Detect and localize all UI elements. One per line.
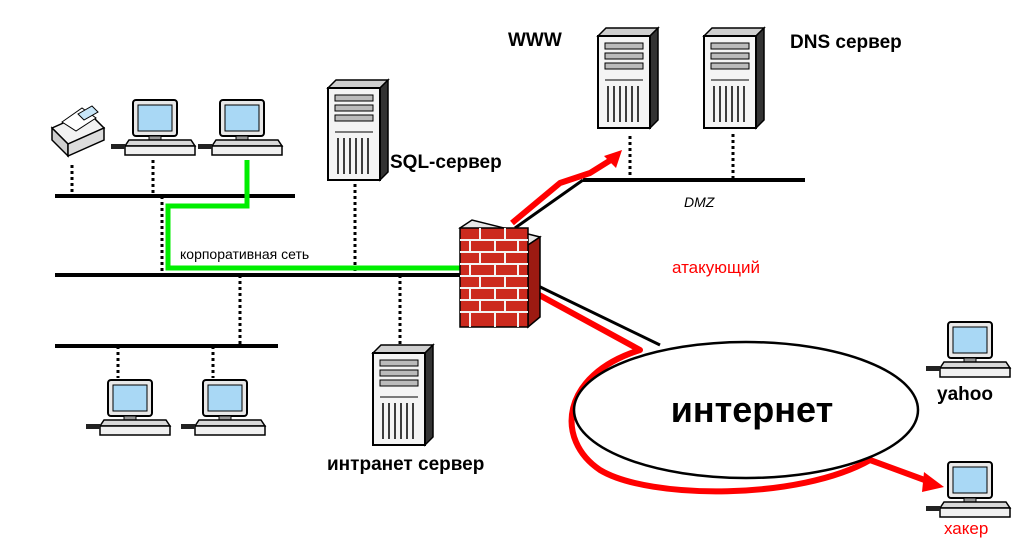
network-buses — [55, 178, 805, 348]
workstation-top-2 — [197, 99, 283, 156]
hacker-computer — [925, 461, 1011, 518]
sql-label: SQL-сервер — [390, 152, 502, 173]
hacker-label: хакер — [944, 519, 988, 538]
dns-server-icon — [703, 27, 765, 129]
intranet-server-label: интранет сервер — [327, 454, 484, 475]
yahoo-label: yahoo — [937, 384, 993, 405]
internet-cloud — [572, 340, 920, 480]
printer-icon — [50, 105, 106, 158]
dns-label: DNS сервер — [790, 32, 902, 53]
internal-path-green — [165, 160, 465, 271]
workstation-bottom-2 — [180, 379, 266, 436]
intranet-server-icon — [372, 344, 434, 446]
workstation-bottom-1 — [85, 379, 171, 436]
firewall-internet-link — [531, 281, 661, 347]
attack-arrowhead-hacker — [922, 472, 944, 492]
attacker-label: атакующий — [672, 258, 760, 277]
firewall — [458, 219, 542, 329]
yahoo-computer — [925, 321, 1011, 378]
dmz-label: DMZ — [684, 194, 715, 210]
attack-arrowhead-www — [604, 150, 622, 168]
workstation-top-1 — [110, 99, 196, 156]
firewall-dmz-link — [514, 178, 584, 230]
internet-label: интернет — [671, 389, 833, 430]
attack-path-internet — [528, 287, 932, 495]
www-server-icon — [597, 27, 659, 129]
sql-server-icon — [327, 79, 389, 181]
corporate-network-label: корпоративная сеть — [180, 246, 309, 262]
drop-links — [70, 134, 735, 378]
www-label: WWW — [508, 30, 562, 51]
attack-path-red — [510, 155, 616, 226]
